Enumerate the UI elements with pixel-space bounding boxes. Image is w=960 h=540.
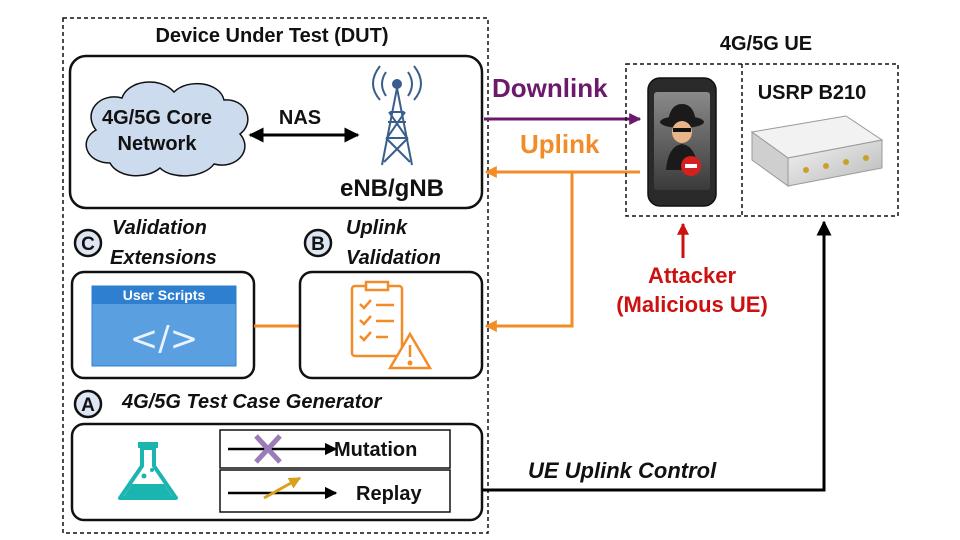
- c-badge-circle: [73, 228, 103, 258]
- usrp-device-icon: [750, 115, 884, 187]
- nas-label: NAS: [279, 107, 321, 129]
- cell-tower-icon: [372, 65, 422, 166]
- mutation-x-icon: [254, 434, 282, 464]
- ue-boundary: [625, 63, 899, 217]
- core-network-line2: Network: [118, 133, 198, 155]
- attacker-line1: Attacker: [648, 263, 736, 288]
- b-title-line2: Validation: [346, 247, 441, 269]
- malicious-phone-icon: [647, 77, 717, 207]
- user-scripts-label: User Scripts: [123, 287, 206, 303]
- ue-uplink-control-arrow: [482, 220, 832, 492]
- flask-icon: [118, 442, 178, 500]
- downlink-label: Downlink: [492, 73, 608, 103]
- dut-boundary: [62, 17, 489, 534]
- b-badge: B: [311, 234, 325, 255]
- code-icon: </>: [130, 319, 198, 359]
- a-title: 4G/5G Test Case Generator: [121, 391, 383, 413]
- c-badge: C: [81, 234, 95, 255]
- c-title-line1: Validation: [112, 217, 207, 239]
- attacker-line2: (Malicious UE): [616, 292, 768, 317]
- replay-curve-arrow: [263, 476, 302, 500]
- uplink-label: Uplink: [520, 129, 600, 159]
- usrp-label: USRP B210: [758, 82, 867, 104]
- replay-label: Replay: [356, 483, 422, 505]
- base-station-label: eNB/gNB: [340, 175, 444, 202]
- b-badge-circle: [303, 228, 333, 258]
- c-title-line2: Extensions: [110, 247, 217, 269]
- a-badge-circle: [73, 389, 103, 419]
- dut-title: Device Under Test (DUT): [155, 25, 388, 47]
- cloud-shape: [85, 81, 249, 177]
- ue-title: 4G/5G UE: [720, 33, 812, 55]
- uplink-validation-box: [298, 270, 484, 380]
- uplink-tap-to-validation: [484, 172, 574, 332]
- mutation-label: Mutation: [334, 439, 417, 461]
- ue-uplink-control-label: UE Uplink Control: [528, 458, 717, 483]
- checklist-warning-icon: [350, 280, 433, 370]
- user-scripts-window: [91, 285, 237, 367]
- a-badge: A: [81, 395, 95, 416]
- core-network-line1: 4G/5G Core: [102, 107, 212, 129]
- b-title-line1: Uplink: [346, 217, 408, 239]
